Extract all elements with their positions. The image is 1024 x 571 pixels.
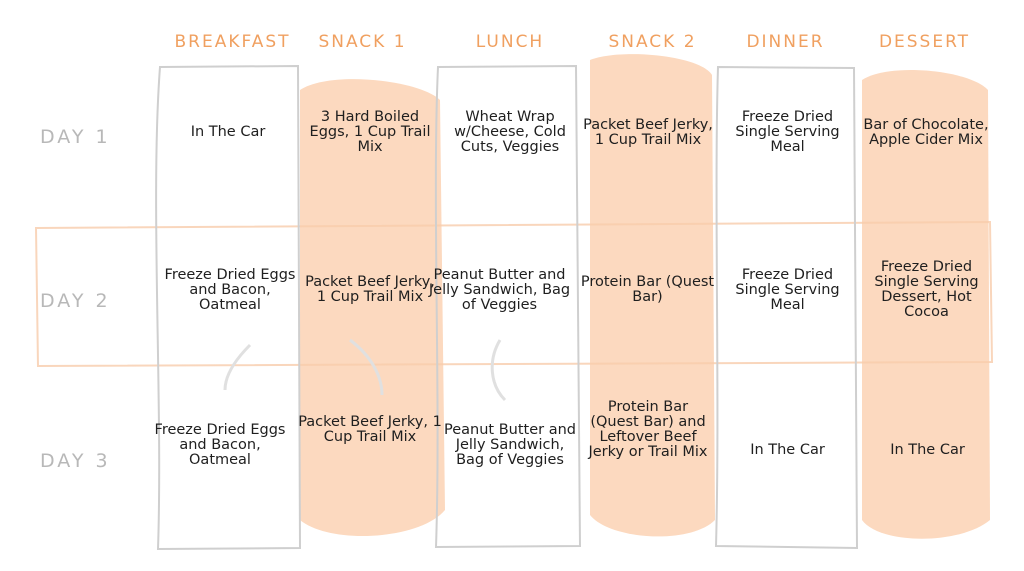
day1-dessert: Bar of Chocolate, Apple Cider Mix — [863, 116, 989, 148]
day2-dinner: Freeze Dried Single Serving Meal — [735, 266, 840, 313]
arrow-snack1 — [349, 338, 384, 396]
snack2-highlight — [590, 54, 715, 537]
day2-band — [34, 220, 994, 368]
header-breakfast: BREAKFAST — [174, 32, 291, 52]
day1-snack2: Packet Beef Jerky, 1 Cup Trail Mix — [583, 116, 713, 148]
day1-lunch: Wheat Wrap w/Cheese, Cold Cuts, Veggies — [454, 109, 566, 155]
day3-snack1: Packet Beef Jerky, 1 Cup Trail Mix — [298, 414, 442, 445]
highlight-strokes — [300, 54, 990, 539]
day-label-3: DAY 3 — [40, 450, 111, 472]
day-label-2: DAY 2 — [40, 290, 111, 312]
day1-snack1: 3 Hard Boiled Eggs, 1 Cup Trail Mix — [309, 109, 431, 155]
arrow-lunch — [490, 339, 507, 402]
header-lunch: LUNCH — [475, 32, 545, 52]
arrow-breakfast — [223, 343, 252, 391]
dinner-box — [714, 65, 859, 550]
day3-lunch: Peanut Butter and Jelly Sandwich, Bag of… — [444, 421, 576, 468]
dessert-highlight — [862, 69, 990, 539]
day-label-1: DAY 1 — [40, 126, 111, 148]
day3-snack2: Protein Bar (Quest Bar) and Leftover Bee… — [588, 399, 708, 460]
day2-snack1: Packet Beef Jerky, 1 Cup Trail Mix — [305, 274, 435, 305]
day2-dessert: Freeze Dried Single Serving Dessert, Hot… — [874, 259, 979, 320]
arrows — [223, 338, 507, 402]
header-dessert: DESSERT — [878, 32, 971, 52]
header-dinner: DINNER — [746, 32, 825, 52]
day3-dessert: In The Car — [890, 441, 965, 458]
snack1-highlight — [300, 79, 445, 537]
day3-dinner: In The Car — [750, 441, 825, 458]
day1-breakfast: In The Car — [190, 124, 266, 140]
day1-dinner: Freeze Dried Single Serving Meal — [735, 109, 840, 155]
day2-lunch: Peanut Butter and Jelly Sandwich, Bag of… — [428, 266, 571, 313]
day2-breakfast: Freeze Dried Eggs and Bacon, Oatmeal — [164, 266, 296, 313]
header-snack2: SNACK 2 — [608, 32, 697, 52]
header-snack1: SNACK 1 — [318, 32, 407, 52]
lunch-box — [434, 64, 582, 549]
day3-breakfast: Freeze Dried Eggs and Bacon, Oatmeal — [154, 421, 286, 468]
breakfast-box — [155, 64, 302, 551]
column-boxes — [155, 64, 859, 551]
day2-snack2: Protein Bar (Quest Bar) — [580, 274, 715, 305]
